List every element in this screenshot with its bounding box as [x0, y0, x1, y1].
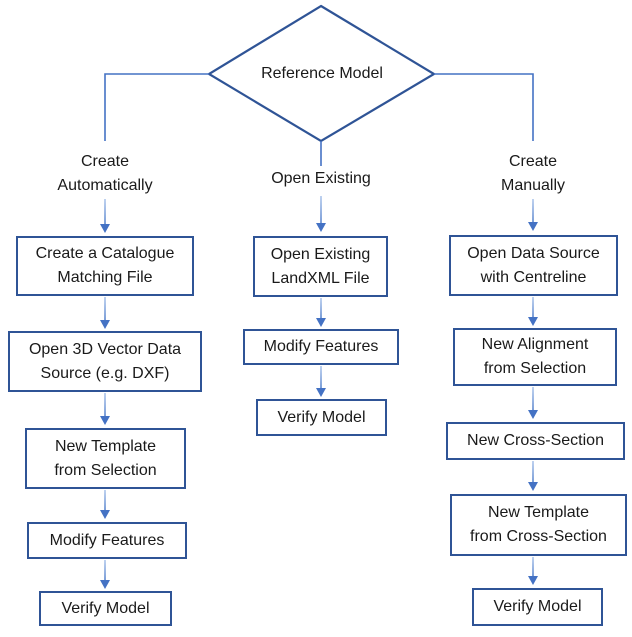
- branch-label-create-manually: Create Manually: [500, 153, 566, 194]
- arrow-down-icon: [528, 199, 538, 231]
- step-box-new-template-from-selection: New Template from Selection: [25, 428, 186, 489]
- connector-right-elbow: [434, 73, 534, 141]
- step-box-new-template-from-cross-section: New Template from Cross-Section: [450, 494, 627, 556]
- step-box-verify-model-right: Verify Model: [472, 588, 603, 626]
- branch-label-open-existing: Open Existing: [271, 170, 371, 187]
- step-box-new-alignment-from-selection: New Alignment from Selection: [453, 328, 617, 386]
- arrow-down-icon: [528, 461, 538, 491]
- connector-left-elbow: [104, 73, 209, 141]
- step-box-open-existing-landxml-file: Open Existing LandXML File: [253, 236, 388, 297]
- step-box-verify-model-left: Verify Model: [39, 591, 172, 626]
- step-box-open-data-source-with-centreline: Open Data Source with Centreline: [449, 235, 618, 296]
- step-box-open-3d-vector-data-source: Open 3D Vector Data Source (e.g. DXF): [8, 331, 202, 392]
- arrow-down-icon: [528, 297, 538, 326]
- step-box-create-catalogue-matching-file: Create a Catalogue Matching File: [16, 236, 194, 296]
- arrow-down-icon: [316, 366, 326, 397]
- arrow-down-icon: [100, 199, 110, 233]
- step-box-modify-features-middle: Modify Features: [243, 329, 399, 365]
- arrow-down-icon: [100, 297, 110, 329]
- arrow-down-icon: [100, 393, 110, 425]
- step-box-new-cross-section: New Cross-Section: [446, 422, 625, 460]
- arrow-down-icon: [528, 557, 538, 585]
- arrow-down-icon: [100, 560, 110, 589]
- step-box-modify-features-left: Modify Features: [27, 522, 187, 559]
- step-box-verify-model-middle: Verify Model: [256, 399, 387, 436]
- arrow-down-icon: [528, 387, 538, 419]
- branch-label-create-automatically: Create Automatically: [57, 153, 153, 194]
- decision-reference-model: Reference Model: [261, 65, 383, 82]
- arrow-down-icon: [316, 196, 326, 232]
- arrow-down-icon: [316, 298, 326, 327]
- arrow-down-icon: [100, 490, 110, 519]
